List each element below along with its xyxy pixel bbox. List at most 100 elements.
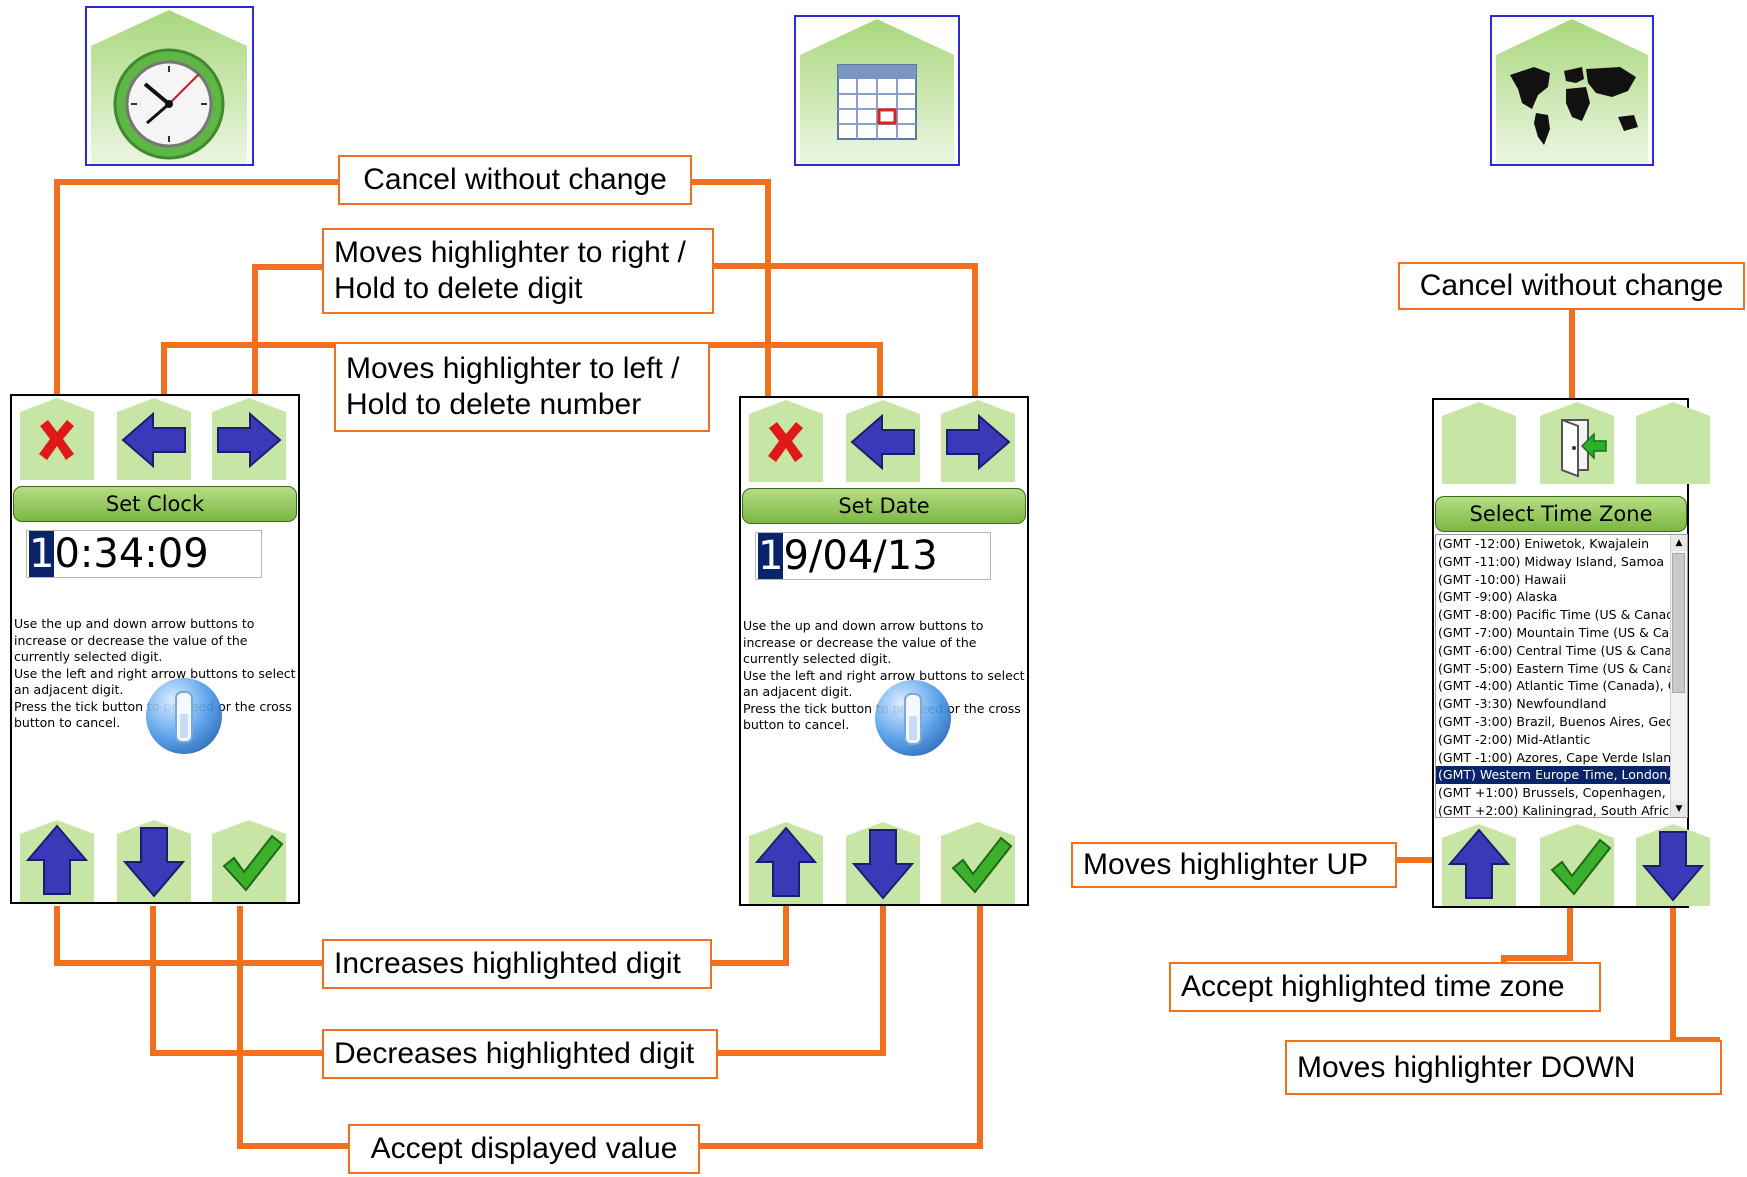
clock-tile	[85, 6, 254, 166]
time-zone-item[interactable]: (GMT -11:00) Midway Island, Samoa	[1438, 553, 1665, 569]
up-arrow-button[interactable]	[1440, 824, 1518, 906]
time-zone-item[interactable]: (GMT +2:00) Kaliningrad, South Africa	[1438, 802, 1671, 818]
arrow-right-icon	[217, 411, 282, 469]
callout-text: Moves highlighter UP	[1083, 848, 1369, 881]
help-text: Use the up and down arrow buttons to inc…	[743, 618, 1025, 732]
left-arrow-button[interactable]	[115, 398, 193, 480]
info-icon	[875, 680, 951, 756]
time-zone-item[interactable]: (GMT +1:00) Brussels, Copenhagen, Madrid	[1438, 785, 1671, 801]
blank-button-left	[1440, 402, 1518, 484]
callout-accept-value: Accept displayed value	[348, 1124, 700, 1174]
selected-digit: 1	[29, 531, 55, 577]
time-zone-item[interactable]: (GMT -2:00) Mid-Atlantic	[1438, 731, 1591, 747]
scrollbar[interactable]: ▲ ▼	[1670, 535, 1687, 817]
left-arrow-button[interactable]	[844, 400, 922, 482]
set-clock-screen: Set Clock 10:34:09 Use the up and down a…	[10, 394, 300, 904]
callout-move-down: Moves highlighter DOWN	[1285, 1040, 1722, 1095]
info-icon	[146, 678, 222, 754]
up-arrow-button[interactable]	[747, 822, 825, 904]
arrow-down-icon	[1641, 831, 1705, 902]
arrow-left-icon	[121, 411, 186, 469]
time-zone-item[interactable]: (GMT -6:00) Central Time (US & Canada), …	[1438, 642, 1671, 658]
value-rest: 0:34:09	[54, 531, 209, 577]
callout-cancel-left: Cancel without change	[338, 155, 692, 205]
down-arrow-button[interactable]	[844, 822, 922, 904]
calendar-icon	[800, 19, 954, 164]
cross-icon	[39, 420, 74, 460]
callout-text: Cancel without change	[1419, 269, 1724, 302]
callout-text: Moves highlighter DOWN	[1297, 1050, 1636, 1084]
arrow-left-icon	[850, 413, 915, 471]
time-zone-item[interactable]: (GMT -1:00) Azores, Cape Verde Islands	[1438, 749, 1671, 765]
accept-button[interactable]	[1538, 824, 1616, 906]
time-zone-item[interactable]: (GMT -12:00) Eniwetok, Kwajalein	[1438, 536, 1650, 551]
time-zone-item[interactable]: (GMT -10:00) Hawaii	[1438, 571, 1567, 587]
callout-move-up: Moves highlighter UP	[1071, 842, 1397, 888]
page-title: Set Clock	[13, 486, 297, 522]
exit-button[interactable]	[1538, 402, 1616, 484]
tick-icon	[951, 836, 1013, 894]
time-zone-item[interactable]: (GMT -5:00) Eastern Time (US & Canada), …	[1438, 660, 1671, 676]
calendar-tile	[794, 15, 960, 166]
arrow-down-icon	[851, 829, 915, 900]
right-arrow-button[interactable]	[210, 398, 288, 480]
callout-text: Hold to delete digit	[334, 272, 583, 305]
accept-button[interactable]	[939, 822, 1017, 904]
arrow-up-icon	[25, 824, 89, 895]
arrow-up-icon	[1447, 828, 1511, 899]
callout-text: Accept highlighted time zone	[1181, 970, 1565, 1003]
time-zone-item[interactable]: (GMT -3:00) Brazil, Buenos Aires, George…	[1438, 713, 1671, 729]
blank-button-right	[1634, 402, 1710, 484]
clock-icon	[91, 10, 247, 164]
callout-text: Increases highlighted digit	[334, 947, 681, 980]
cancel-button[interactable]	[747, 400, 825, 482]
time-zone-item[interactable]: (GMT -9:00) Alaska	[1438, 589, 1558, 605]
select-time-zone-screen: Select Time Zone (GMT -12:00) Eniwetok, …	[1432, 398, 1710, 908]
page-title: Set Date	[742, 488, 1026, 524]
time-zone-item[interactable]: (GMT -7:00) Mountain Time (US & Canada)	[1438, 624, 1671, 640]
scroll-down-arrow[interactable]: ▼	[1671, 801, 1687, 817]
time-zone-item[interactable]: (GMT -8:00) Pacific Time (US & Canada)	[1438, 607, 1671, 623]
callout-text: Accept displayed value	[370, 1132, 678, 1165]
selected-digit: 1	[758, 533, 784, 579]
scroll-thumb[interactable]	[1672, 553, 1685, 693]
scroll-up-arrow[interactable]: ▲	[1671, 535, 1687, 551]
time-zone-list[interactable]: (GMT -12:00) Eniwetok, Kwajalein (GMT -11…	[1435, 534, 1688, 818]
tick-icon	[1550, 838, 1612, 896]
page-title: Select Time Zone	[1435, 496, 1687, 532]
callout-decrease: Decreases highlighted digit	[322, 1029, 718, 1079]
cancel-button[interactable]	[18, 398, 96, 480]
set-date-screen: Set Date 19/04/13 Use the up and down ar…	[739, 396, 1029, 906]
callout-text: Hold to delete number	[346, 388, 642, 421]
right-arrow-button[interactable]	[939, 400, 1017, 482]
callout-increase: Increases highlighted digit	[322, 939, 712, 989]
time-zone-item[interactable]: (GMT -4:00) Atlantic Time (Canada), Cara…	[1438, 678, 1671, 694]
world-tile	[1490, 15, 1654, 166]
time-zone-item[interactable]: (GMT) Western Europe Time, London, Lisbo	[1436, 766, 1671, 785]
accept-button[interactable]	[210, 820, 288, 902]
callout-accept-timezone: Accept highlighted time zone	[1169, 962, 1601, 1012]
arrow-down-icon	[122, 827, 186, 898]
date-value-field[interactable]: 19/04/13	[755, 532, 991, 580]
cross-icon	[768, 422, 803, 462]
world-map-icon	[1496, 19, 1648, 164]
tick-icon	[222, 834, 284, 892]
callout-move-left: Moves highlighter to left / Hold to dele…	[334, 342, 710, 432]
down-arrow-button[interactable]	[1634, 824, 1710, 906]
up-arrow-button[interactable]	[18, 820, 96, 902]
callout-text: Moves highlighter to right /	[334, 236, 686, 269]
callout-text: Decreases highlighted digit	[334, 1037, 695, 1070]
value-rest: 9/04/13	[783, 533, 938, 579]
arrow-up-icon	[754, 826, 818, 897]
time-zone-item[interactable]: (GMT -3:30) Newfoundland	[1438, 696, 1607, 712]
time-value-field[interactable]: 10:34:09	[26, 530, 262, 578]
callout-text: Moves highlighter to left /	[346, 352, 680, 385]
callout-text: Cancel without change	[363, 163, 667, 196]
callout-move-right: Moves highlighter to right / Hold to del…	[322, 228, 714, 314]
arrow-right-icon	[946, 413, 1011, 471]
down-arrow-button[interactable]	[115, 820, 193, 902]
exit-door-icon	[1561, 418, 1607, 478]
callout-cancel-right: Cancel without change	[1398, 262, 1745, 310]
help-text: Use the up and down arrow buttons to inc…	[14, 616, 296, 730]
